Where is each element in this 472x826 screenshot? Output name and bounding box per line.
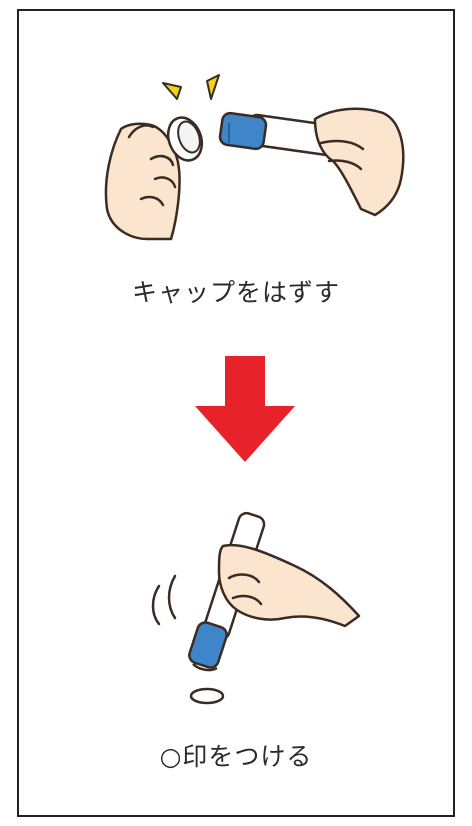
remove-cap-illustration xyxy=(104,74,405,241)
spark-icon xyxy=(162,74,220,100)
stamp-mark-icon xyxy=(189,687,225,705)
arrow-down-icon xyxy=(195,356,295,462)
instruction-panel: キャップをはずす ○印をつける xyxy=(17,9,455,817)
step-1-caption: キャップをはずす xyxy=(131,278,340,307)
stamp-illustration xyxy=(151,511,361,705)
right-hand-icon xyxy=(313,107,405,217)
hand-icon xyxy=(217,543,361,628)
step-2-caption: ○印をつける xyxy=(159,742,313,771)
motion-lines-icon xyxy=(151,574,177,626)
left-hand-icon xyxy=(104,122,181,241)
cap-icon xyxy=(166,116,204,162)
